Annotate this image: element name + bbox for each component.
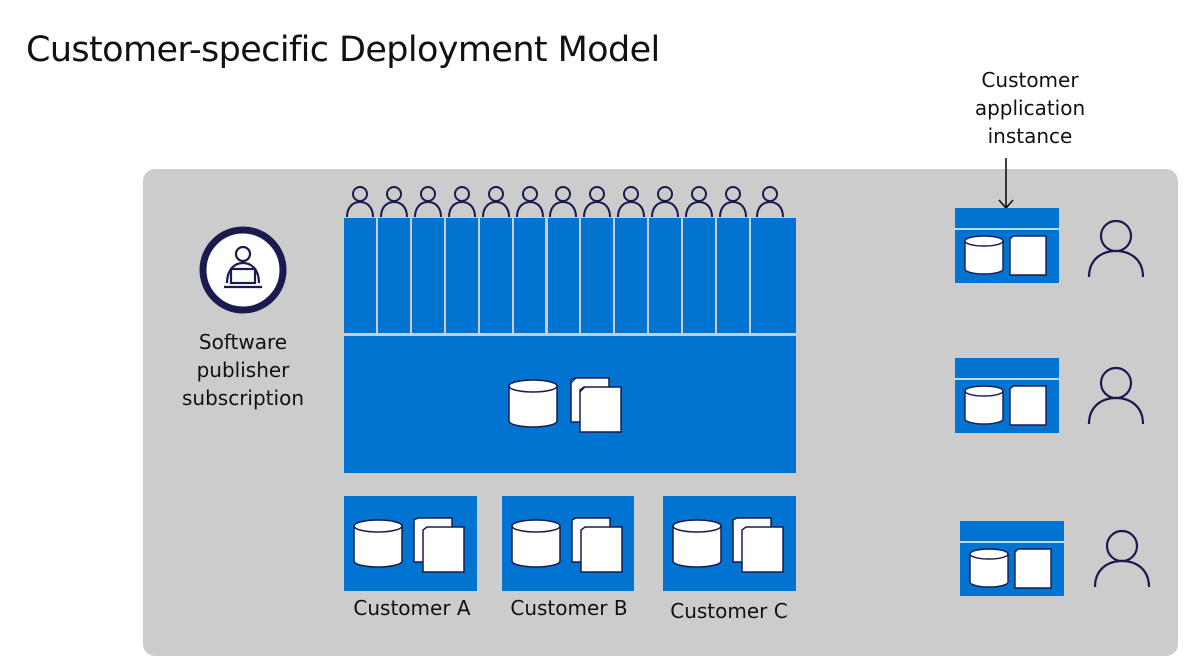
publisher-label-line: subscription bbox=[182, 386, 304, 410]
tenant-column bbox=[547, 218, 580, 333]
tenant-column bbox=[344, 218, 376, 333]
user-outline-icon bbox=[685, 186, 714, 217]
tenant-column bbox=[411, 218, 444, 333]
document-icon bbox=[1009, 385, 1047, 426]
tenant-users-row bbox=[344, 185, 796, 219]
callout-label: Customer application instance bbox=[950, 66, 1110, 150]
tenant-columns bbox=[344, 218, 796, 333]
documents-icon bbox=[570, 377, 622, 433]
instance-icons bbox=[964, 235, 1047, 276]
callout-line: Customer bbox=[981, 68, 1079, 92]
customer-instance-3 bbox=[960, 521, 1064, 596]
database-icon bbox=[964, 385, 1004, 425]
user-outline-icon bbox=[1087, 219, 1145, 278]
database-icon bbox=[353, 519, 403, 568]
tenant-column bbox=[683, 218, 716, 333]
user-outline-icon bbox=[719, 186, 748, 217]
customer-instance-1 bbox=[955, 208, 1059, 283]
document-icon bbox=[1009, 235, 1047, 276]
user-outline-icon bbox=[1093, 529, 1151, 588]
documents-icon bbox=[413, 517, 465, 573]
instance-icons bbox=[969, 548, 1052, 589]
tenant-column bbox=[751, 218, 796, 333]
tenant-column bbox=[513, 218, 546, 333]
user-outline-icon bbox=[755, 186, 784, 217]
instance-divider bbox=[955, 378, 1059, 380]
tenant-column bbox=[581, 218, 614, 333]
user-outline-icon bbox=[345, 186, 374, 217]
customer-storage-icons bbox=[511, 517, 623, 573]
user-outline-icon bbox=[481, 186, 510, 217]
database-icon bbox=[672, 519, 722, 568]
callout-line: application bbox=[974, 96, 1086, 120]
publisher-label-line: publisher bbox=[196, 358, 290, 382]
customer-storage-icons bbox=[672, 517, 784, 573]
user-outline-icon bbox=[447, 186, 476, 217]
shared-storage-block bbox=[344, 336, 796, 473]
person-at-laptop-icon bbox=[199, 226, 287, 314]
publisher-label-line: Software bbox=[198, 330, 288, 354]
customer-instance-2 bbox=[955, 358, 1059, 433]
database-icon bbox=[511, 519, 561, 568]
database-icon bbox=[964, 235, 1004, 275]
instance-divider bbox=[960, 541, 1064, 543]
customer-b-label: Customer B bbox=[510, 596, 628, 620]
tenant-column bbox=[649, 218, 682, 333]
arrow-down-icon bbox=[998, 158, 1014, 210]
user-outline-icon bbox=[583, 186, 612, 217]
instance-icons bbox=[964, 385, 1047, 426]
user-outline-icon bbox=[379, 186, 408, 217]
tenant-column bbox=[479, 218, 512, 333]
customer-a-storage bbox=[344, 496, 477, 591]
user-outline-icon bbox=[549, 186, 578, 217]
user-outline-icon bbox=[413, 186, 442, 217]
documents-icon bbox=[571, 517, 623, 573]
publisher-label: Software publisher subscription bbox=[160, 328, 326, 412]
document-icon bbox=[1014, 548, 1052, 589]
shared-storage-icons bbox=[508, 377, 622, 433]
instance-divider bbox=[955, 228, 1059, 230]
customer-storage-icons bbox=[353, 517, 465, 573]
page-title: Customer-specific Deployment Model bbox=[26, 30, 660, 70]
user-outline-icon bbox=[1087, 366, 1145, 425]
tenant-column bbox=[377, 218, 410, 333]
tenant-column bbox=[717, 218, 749, 333]
customer-b-storage bbox=[502, 496, 634, 591]
user-outline-icon bbox=[617, 186, 646, 217]
tenant-column bbox=[445, 218, 478, 333]
callout-line: instance bbox=[987, 124, 1073, 148]
user-outline-icon bbox=[651, 186, 680, 217]
documents-icon bbox=[732, 517, 784, 573]
customer-c-storage bbox=[663, 496, 796, 591]
customer-a-label: Customer A bbox=[353, 596, 471, 620]
tenant-column bbox=[615, 218, 648, 333]
database-icon bbox=[969, 548, 1009, 588]
customer-c-label: Customer C bbox=[670, 599, 788, 623]
user-outline-icon bbox=[515, 186, 544, 217]
database-icon bbox=[508, 379, 558, 428]
